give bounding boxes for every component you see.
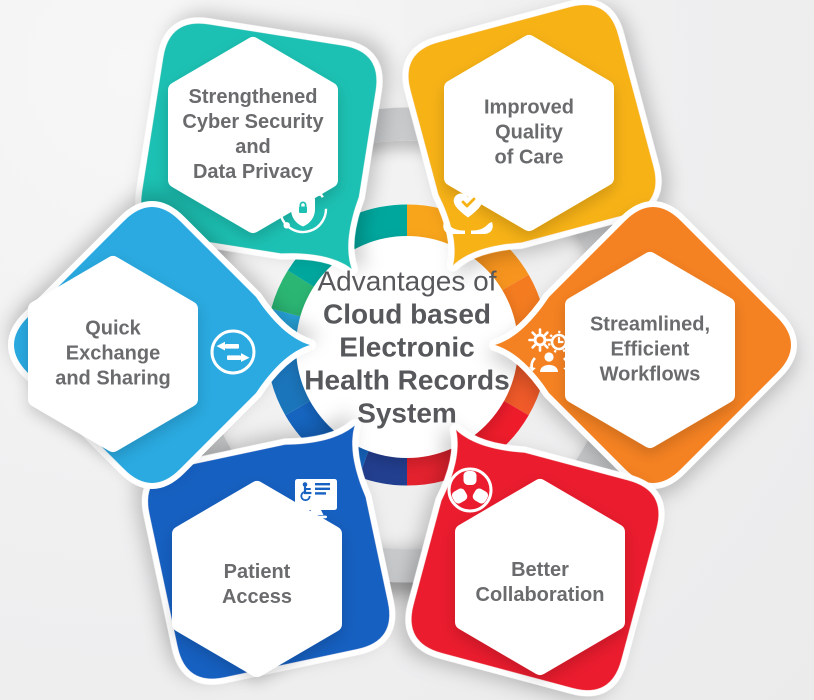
collaboration-fists-icon [438,458,502,522]
wheel [300,490,311,502]
arrow-left-head [216,341,225,351]
ring-seg-navy [358,445,408,486]
title-main: Cloud based Electronic Health Records Sy… [304,298,510,429]
exchange-arrows-icon [201,320,265,384]
person-body [540,364,558,372]
clock-dots [547,330,571,354]
clock-hands [557,336,564,344]
monitor-base [305,515,327,519]
orbit-dot [283,222,290,229]
arrow-left-bar [225,344,239,349]
accessibility-monitor-icon [284,466,348,530]
title-intro: Advantages of [317,265,497,297]
label-exchange: Quick Exchange and Sharing [55,317,171,390]
label-cyber-security: Strengthened Cyber Security and Data Pri… [182,86,324,183]
clock-face [550,333,568,351]
label-collaboration: Better Collaboration [475,559,605,606]
cycle-arrowhead-right [563,366,571,372]
figure-head [302,482,308,487]
fist [472,488,489,504]
right-hand [471,222,493,234]
gear-teeth [528,328,552,352]
lock-body [299,206,307,213]
arrow-right-head [241,353,250,362]
left-hand [443,222,465,234]
label-quality-of-care: Improved Quality of Care [483,96,575,169]
center-title: Advantages of Cloud based Electronic Hea… [284,265,530,430]
text-line [315,483,330,486]
check-mark [461,197,476,208]
text-line [315,487,330,490]
shield-lock-orbit-icon [271,177,335,241]
label-workflows: Streamlined, Efficient Workflows [589,313,711,386]
monitor-stand [308,510,324,515]
lock-shackle [299,201,307,207]
ring-seg-green [271,270,317,318]
fist [463,471,477,485]
orbit-dot [316,189,323,196]
person-head [544,352,554,362]
center-disc [296,236,518,458]
orbit-circle [278,184,328,234]
gear [533,333,547,347]
collab-circle [447,467,493,513]
label-patient-access: Patient Access [221,561,293,608]
exchange-circle [210,329,256,375]
cycle-arrowhead-left [528,366,536,372]
arrow-right-bar [227,355,241,360]
fist [451,488,468,504]
gears-person-icon [516,318,580,382]
text-line [315,492,326,495]
heart-in-hands-icon [436,181,500,245]
